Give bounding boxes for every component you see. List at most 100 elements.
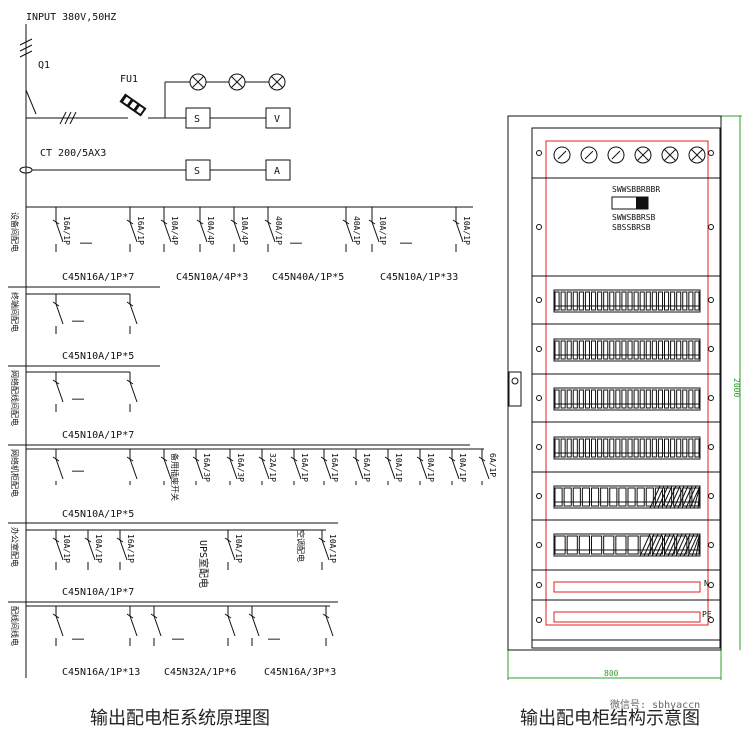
breaker-module xyxy=(566,291,572,311)
breaker-switch xyxy=(52,372,64,412)
breaker-switch: 16A/1P xyxy=(126,212,145,252)
breaker-module xyxy=(673,487,682,507)
q1-switch xyxy=(25,89,37,115)
breaker-rating: 10A/4P xyxy=(170,216,179,245)
screw-icon xyxy=(708,493,714,499)
breaker-module xyxy=(645,340,651,360)
breaker-switch: 16A/1P xyxy=(52,212,71,252)
breaker-switch xyxy=(322,606,334,646)
breaker-module xyxy=(670,340,676,360)
breaker-rating: 40A/1P xyxy=(352,216,361,245)
breaker-module xyxy=(603,340,609,360)
breaker-module xyxy=(578,438,584,458)
meter-icon xyxy=(607,146,625,164)
breaker-module xyxy=(639,291,645,311)
breaker-module xyxy=(633,340,639,360)
breaker-rating: 16A/1P xyxy=(362,453,371,482)
breaker-module xyxy=(682,340,688,360)
breaker-module xyxy=(560,438,566,458)
screw-icon xyxy=(708,617,714,623)
breaker-module xyxy=(639,438,645,458)
breaker-rating: 10A/1P xyxy=(394,453,403,482)
breaker-rating: 16A/3P xyxy=(236,453,245,482)
breaker-module xyxy=(563,487,572,507)
screw-icon xyxy=(708,444,714,450)
breaker-switch: 16A/3P xyxy=(226,449,245,485)
breaker-module xyxy=(566,340,572,360)
breaker-module xyxy=(591,340,597,360)
row-side-label: 配线间线电 xyxy=(10,606,20,646)
breaker-rail xyxy=(553,289,701,313)
breaker-module xyxy=(645,487,654,507)
breaker-module xyxy=(554,389,560,409)
breaker-rating: 16A/3P xyxy=(202,453,211,482)
row-side-label: 办公室配电 xyxy=(10,527,20,567)
breaker-module xyxy=(651,438,657,458)
breaker-module xyxy=(639,389,645,409)
cabinet-panels xyxy=(532,127,720,641)
indicator-lamp-icon xyxy=(228,73,246,91)
meter-icon xyxy=(580,146,598,164)
row-side-label: 网络机柜配电 xyxy=(10,449,20,497)
breaker-module xyxy=(572,340,578,360)
breaker-module xyxy=(664,438,670,458)
row-model-label: C45N16A/1P*7 xyxy=(62,272,134,283)
breaker-module xyxy=(627,389,633,409)
breaker-rating: 10A/1P xyxy=(234,534,243,563)
breaker-module xyxy=(572,487,581,507)
terminal-label: PE xyxy=(702,610,712,619)
breaker-module xyxy=(645,291,651,311)
breaker-switch: 16A/1P xyxy=(320,449,339,485)
breaker-switch: 16A/3P xyxy=(192,449,211,485)
breaker-switch xyxy=(224,606,236,646)
breaker-module xyxy=(688,438,694,458)
breaker-switch xyxy=(52,606,64,646)
breaker-module xyxy=(633,438,639,458)
breaker-switch: 10A/4P xyxy=(230,212,249,252)
breaker-module xyxy=(651,340,657,360)
breaker-module xyxy=(633,291,639,311)
screw-icon xyxy=(708,582,714,588)
screw-icon xyxy=(536,493,542,499)
height-dim-label: 2000 xyxy=(732,378,741,397)
screw-icon xyxy=(536,542,542,548)
breaker-module xyxy=(670,438,676,458)
breaker-module xyxy=(584,389,591,409)
breaker-module xyxy=(670,291,676,311)
breaker-switch xyxy=(126,372,138,412)
breaker-rating: UPS室配电 xyxy=(197,540,210,588)
instrument-row xyxy=(553,146,706,164)
breaker-module xyxy=(603,389,609,409)
breaker-rating: 10A/1P xyxy=(62,534,71,563)
row-model-label: C45N10A/1P*5 xyxy=(62,509,134,520)
row-model-label: C45N10A/4P*3 xyxy=(176,272,248,283)
breaker-module xyxy=(609,487,618,507)
row-side-label: 终端间配电 xyxy=(10,292,20,332)
q1-label: Q1 xyxy=(38,60,50,71)
voltmeter-box xyxy=(265,107,291,129)
breaker-switch xyxy=(52,449,64,485)
breaker-module xyxy=(603,535,615,555)
cabinet-outline xyxy=(507,115,722,651)
breaker-module xyxy=(572,291,578,311)
ellipsis-dots: …… xyxy=(72,464,84,475)
door-handle xyxy=(508,371,522,407)
breaker-module xyxy=(621,291,627,311)
indicator-lamp-icon xyxy=(634,146,652,164)
breaker-module xyxy=(694,340,700,360)
fu1-label: FU1 xyxy=(120,74,138,85)
breaker-module xyxy=(591,535,603,555)
row-model-label: C45N40A/1P*5 xyxy=(272,272,344,283)
breaker-module xyxy=(566,389,572,409)
breaker-switch: 16A/1P xyxy=(290,449,309,485)
breaker-module xyxy=(578,389,584,409)
indicator-lamp-icon xyxy=(688,146,706,164)
breaker-switch: 10A/1P xyxy=(452,212,471,252)
breaker-module xyxy=(651,291,657,311)
breaker-switch xyxy=(126,294,138,334)
breaker-module xyxy=(627,487,636,507)
ammeter-label: A xyxy=(274,166,280,177)
screw-icon xyxy=(708,224,714,230)
